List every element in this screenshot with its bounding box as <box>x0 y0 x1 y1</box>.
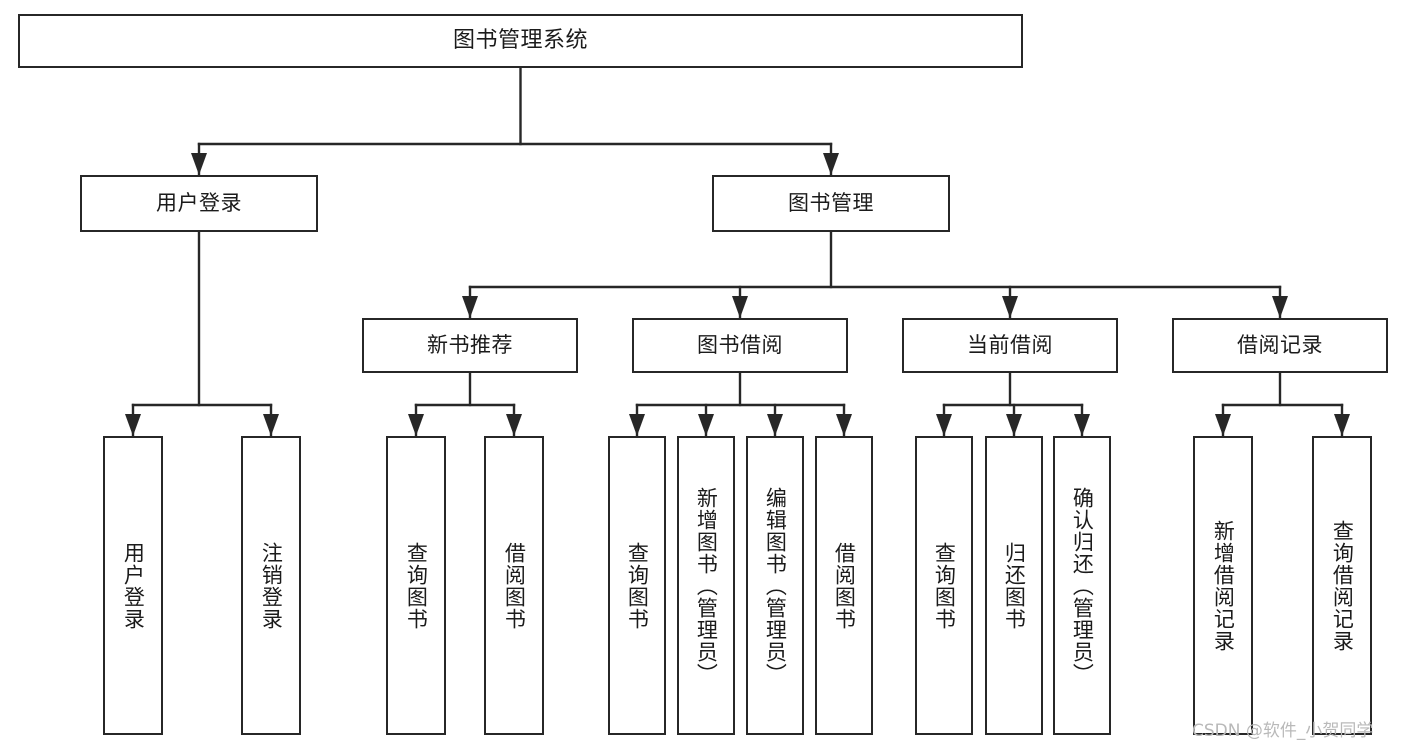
node-label: 新增图书（管理员） <box>694 486 719 685</box>
arrowhead <box>1002 296 1018 318</box>
node-label: 用户登录 <box>156 190 242 215</box>
arrowhead <box>936 414 952 436</box>
arrowhead <box>506 414 522 436</box>
node-newbook: 新书推荐 <box>362 318 578 373</box>
node-l_qrec: 查询借阅记录 <box>1312 436 1372 735</box>
node-label: 确认归还（管理员） <box>1070 486 1095 685</box>
arrowhead <box>125 414 141 436</box>
node-borrow: 图书借阅 <box>632 318 848 373</box>
node-l_login: 用户登录 <box>103 436 163 735</box>
node-label: 注销登录 <box>259 541 284 630</box>
arrowhead <box>1006 414 1022 436</box>
arrowhead <box>836 414 852 436</box>
node-label: 查询借阅记录 <box>1330 519 1355 652</box>
node-label: 图书管理 <box>788 190 874 215</box>
node-label: 查询图书 <box>932 541 957 630</box>
node-l_confirm: 确认归还（管理员） <box>1053 436 1111 735</box>
node-label: 归还图书 <box>1002 541 1027 630</box>
arrowhead <box>1074 414 1090 436</box>
arrowhead <box>698 414 714 436</box>
node-root: 图书管理系统 <box>18 14 1023 68</box>
node-label: 编辑图书（管理员） <box>763 486 788 685</box>
node-login: 用户登录 <box>80 175 318 232</box>
arrowhead <box>1334 414 1350 436</box>
node-label: 图书借阅 <box>697 332 783 357</box>
node-label: 新增借阅记录 <box>1211 519 1236 652</box>
watermark-label: CSDN @软件_小贺同学 <box>1192 721 1374 741</box>
node-l_logout: 注销登录 <box>241 436 301 735</box>
arrowhead <box>732 296 748 318</box>
arrowhead <box>1272 296 1288 318</box>
arrowhead <box>462 296 478 318</box>
arrowhead <box>767 414 783 436</box>
node-l_qbook1: 查询图书 <box>386 436 446 735</box>
node-l_bbook2: 借阅图书 <box>815 436 873 735</box>
arrowhead <box>823 153 839 175</box>
node-bookmgmt: 图书管理 <box>712 175 950 232</box>
node-label: 查询图书 <box>625 541 650 630</box>
node-label: 新书推荐 <box>427 332 513 357</box>
node-l_qbook3: 查询图书 <box>915 436 973 735</box>
node-l_return: 归还图书 <box>985 436 1043 735</box>
node-l_addrec: 新增借阅记录 <box>1193 436 1253 735</box>
node-records: 借阅记录 <box>1172 318 1388 373</box>
node-l_editbook: 编辑图书（管理员） <box>746 436 804 735</box>
node-label: 查询图书 <box>404 541 429 630</box>
node-label: 借阅记录 <box>1237 332 1323 357</box>
node-label: 当前借阅 <box>967 332 1053 357</box>
node-label: 借阅图书 <box>502 541 527 630</box>
node-label: 图书管理系统 <box>452 27 588 53</box>
node-l_qbook2: 查询图书 <box>608 436 666 735</box>
arrowhead <box>629 414 645 436</box>
arrowhead <box>263 414 279 436</box>
node-l_bbook1: 借阅图书 <box>484 436 544 735</box>
arrowhead <box>191 153 207 175</box>
node-label: 借阅图书 <box>832 541 857 630</box>
arrowhead <box>1215 414 1231 436</box>
node-l_addbook: 新增图书（管理员） <box>677 436 735 735</box>
node-current: 当前借阅 <box>902 318 1118 373</box>
arrowhead <box>408 414 424 436</box>
node-label: 用户登录 <box>121 541 146 630</box>
